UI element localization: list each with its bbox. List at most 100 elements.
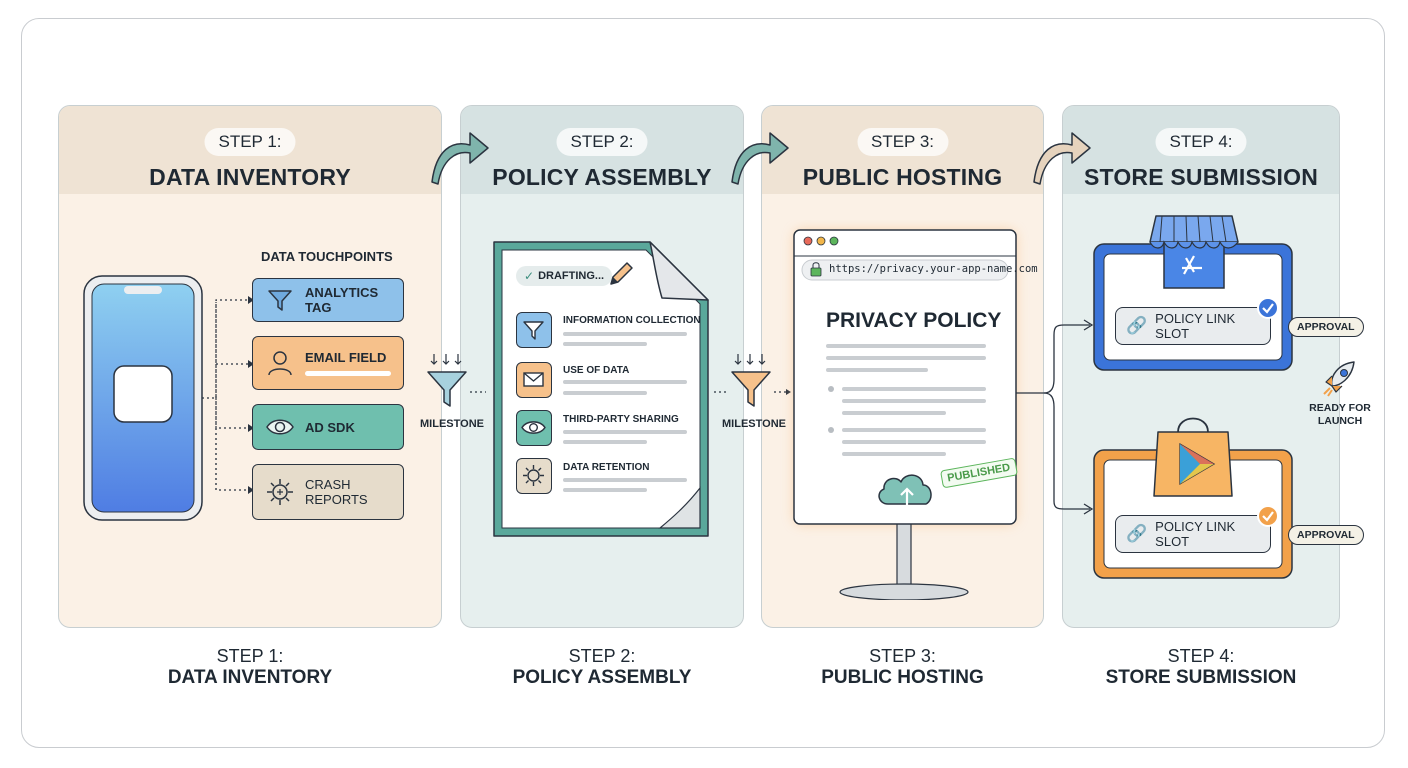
section-icon-box — [516, 362, 552, 398]
touchpoint-label: ANALYTICS TAG — [305, 285, 379, 315]
text-line — [842, 387, 986, 391]
text-line — [826, 356, 986, 360]
slot-label: POLICY LINK SLOT — [1155, 311, 1236, 341]
step-2-header: STEP 2: POLICY ASSEMBLY — [461, 106, 743, 194]
section-title: DATA RETENTION — [563, 462, 650, 473]
step-1-label: STEP 1: — [204, 128, 296, 156]
drafting-status: DRAFTING... — [538, 270, 605, 282]
envelope-icon — [523, 372, 544, 387]
approval-badge: APPROVAL — [1288, 525, 1364, 545]
text-line — [826, 344, 986, 348]
touchpoint-email: EMAIL FIELD — [252, 336, 404, 390]
touchpoint-ad-sdk: AD SDK — [252, 404, 404, 450]
text-line — [563, 391, 647, 395]
caption-title: POLICY ASSEMBLY — [512, 667, 692, 688]
section-icon-box — [516, 458, 552, 494]
touchpoint-label: CRASH REPORTS — [305, 477, 368, 507]
funnel-icon — [523, 321, 544, 340]
text-line — [842, 411, 946, 415]
step-4-caption: STEP 4: STORE SUBMISSION — [1062, 645, 1340, 689]
touchpoint-label: AD SDK — [305, 419, 355, 435]
play-store-icon — [1153, 417, 1233, 497]
step-1-title: DATA INVENTORY — [149, 164, 351, 190]
touchpoint-crash-reports: CRASH REPORTS — [252, 464, 404, 520]
eye-icon — [521, 421, 546, 434]
slot-label: POLICY LINK SLOT — [1155, 519, 1236, 549]
caption-label: STEP 4: — [1167, 646, 1235, 666]
step-3-caption: STEP 3: PUBLIC HOSTING — [761, 645, 1044, 689]
browser-window — [793, 229, 1017, 600]
text-line — [842, 452, 946, 456]
email-input-bar — [305, 371, 391, 376]
caption-title: DATA INVENTORY — [167, 667, 333, 688]
text-line — [563, 342, 647, 346]
caption-label: STEP 2: — [568, 646, 636, 666]
text-line — [842, 440, 986, 444]
touchpoint-label: EMAIL FIELD — [305, 350, 387, 365]
check-circle-icon — [1257, 505, 1279, 527]
text-line — [563, 488, 647, 492]
check-circle-icon — [1257, 297, 1279, 319]
step-3-header: STEP 3: PUBLIC HOSTING — [762, 106, 1043, 194]
url-text: https://privacy.your-app-name.com — [829, 263, 1038, 275]
section-title: THIRD-PARTY SHARING — [563, 414, 679, 425]
step-2-title: POLICY ASSEMBLY — [492, 164, 712, 190]
user-icon — [268, 351, 292, 376]
curved-arrow-icon — [1033, 132, 1091, 185]
step-4-label: STEP 4: — [1155, 128, 1247, 156]
approval-badge: APPROVAL — [1288, 317, 1364, 337]
cloud-upload-icon — [878, 474, 932, 506]
curved-arrow-icon — [431, 132, 489, 185]
step-2-label: STEP 2: — [556, 128, 648, 156]
milestone-label: MILESTONE — [722, 418, 786, 430]
step-1-caption: STEP 1: DATA INVENTORY — [58, 645, 442, 689]
text-line — [842, 399, 986, 403]
play-store-card — [1093, 417, 1293, 579]
caption-title: PUBLIC HOSTING — [821, 667, 984, 688]
rocket-icon — [1323, 361, 1355, 397]
section-icon-box — [516, 410, 552, 446]
text-line — [563, 430, 687, 434]
play-store-policy-slot[interactable]: 🔗 POLICY LINK SLOT — [1115, 515, 1271, 553]
text-line — [826, 368, 928, 372]
drafting-badge: ✓ DRAFTING... — [516, 266, 613, 286]
gear-bug-icon — [267, 479, 293, 505]
gear-icon — [523, 465, 544, 486]
text-line — [563, 440, 647, 444]
milestone-funnel-icon — [427, 354, 486, 407]
touchpoint-analytics: ANALYTICS TAG — [252, 278, 404, 322]
caption-label: STEP 1: — [216, 646, 284, 666]
touchpoint-connectors — [215, 296, 254, 494]
lock-icon — [810, 262, 822, 277]
check-icon: ✓ — [524, 269, 535, 283]
phone-illustration — [83, 275, 217, 521]
branch-connector — [1016, 319, 1094, 515]
text-line — [563, 478, 687, 482]
touchpoints-heading: DATA TOUCHPOINTS — [261, 249, 393, 264]
link-icon: 🔗 — [1126, 524, 1148, 543]
text-line — [563, 332, 687, 336]
caption-title: STORE SUBMISSION — [1105, 667, 1297, 688]
app-store-card — [1093, 215, 1293, 371]
bullet-dot — [828, 427, 834, 433]
caption-label: STEP 3: — [869, 646, 936, 666]
funnel-icon — [268, 290, 292, 311]
link-icon: 🔗 — [1126, 316, 1148, 335]
milestone-funnel-icon — [714, 354, 791, 407]
app-store-policy-slot[interactable]: 🔗 POLICY LINK SLOT — [1115, 307, 1271, 345]
section-icon-box — [516, 312, 552, 348]
step-4-header: STEP 4: STORE SUBMISSION — [1063, 106, 1339, 194]
section-title: INFORMATION COLLECTION — [563, 315, 701, 326]
step-3-title: PUBLIC HOSTING — [802, 164, 1003, 190]
step-4-title: STORE SUBMISSION — [1083, 164, 1319, 190]
eye-icon — [266, 419, 294, 435]
policy-page-title: PRIVACY POLICY — [826, 309, 1002, 332]
curved-arrow-icon — [731, 132, 789, 185]
section-title: USE OF DATA — [563, 365, 630, 376]
step-3-label: STEP 3: — [857, 128, 948, 156]
milestone-label: MILESTONE — [420, 418, 484, 430]
text-line — [842, 428, 986, 432]
text-line — [563, 380, 687, 384]
ready-for-launch-label: READY FOR LAUNCH — [1309, 402, 1371, 427]
